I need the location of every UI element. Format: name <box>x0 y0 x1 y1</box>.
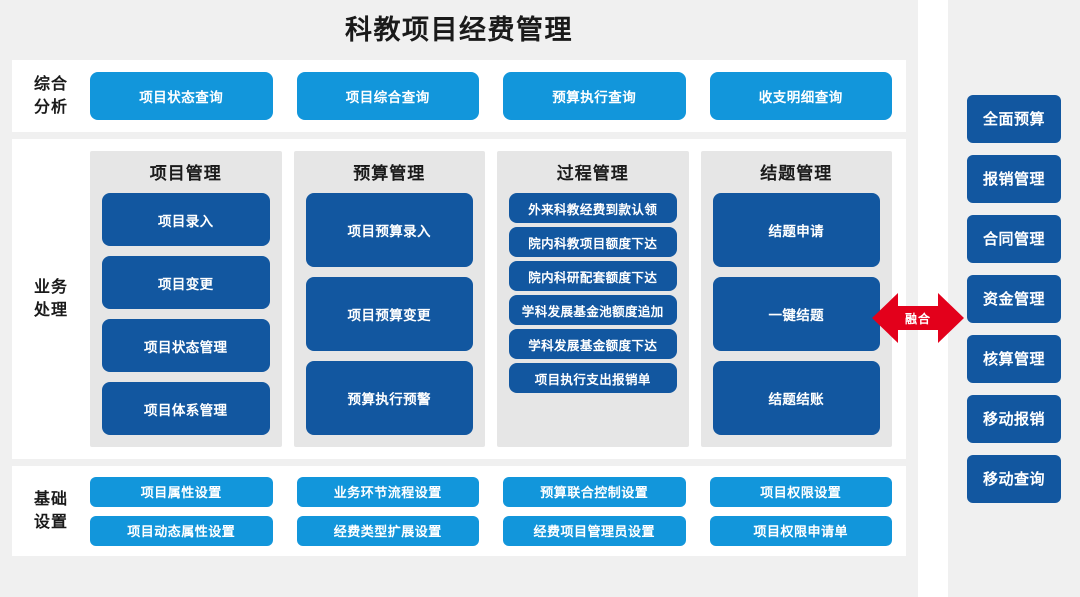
column-closure-management: 结题管理 结题申请 一键结题 结题结账 <box>700 151 892 447</box>
btn-internal-project-quota-allocation[interactable]: 院内科教项目额度下达 <box>509 227 677 257</box>
page-title: 科教项目经费管理 <box>345 15 573 45</box>
business-label-line1: 业务 <box>33 278 68 296</box>
analysis-label-line1: 综合 <box>33 75 68 93</box>
btn-project-change[interactable]: 项目变更 <box>102 256 270 309</box>
analysis-button-project-status-query[interactable]: 项目状态查询 <box>90 72 273 120</box>
section-business-processing: 业务 处理 项目管理 项目录入 项目变更 项目状态管理 项目体系管理 <box>12 139 906 459</box>
column-project-management: 项目管理 项目录入 项目变更 项目状态管理 项目体系管理 <box>90 151 282 447</box>
btn-project-budget-change[interactable]: 项目预算变更 <box>305 277 473 351</box>
column-title-budget-management: 预算管理 <box>353 164 426 183</box>
column-buttons-closure-management: 结题申请 一键结题 结题结账 <box>712 193 880 435</box>
sidebar-item-comprehensive-budget[interactable]: 全面预算 <box>967 94 1061 143</box>
column-process-management: 过程管理 外来科教经费到款认领 院内科教项目额度下达 院内科研配套额度下达 学科… <box>497 151 689 447</box>
base-label-line2: 设置 <box>33 514 68 531</box>
business-columns: 项目管理 项目录入 项目变更 项目状态管理 项目体系管理 预算管理 项目预算录入… <box>90 139 906 459</box>
btn-budget-joint-control-settings[interactable]: 预算联合控制设置 <box>503 476 686 507</box>
btn-project-dynamic-attribute-settings[interactable]: 项目动态属性设置 <box>90 515 273 546</box>
sidebar-item-fund-management[interactable]: 资金管理 <box>967 274 1061 323</box>
btn-budget-execution-alert[interactable]: 预算执行预警 <box>305 361 473 435</box>
btn-expense-project-admin-settings[interactable]: 经费项目管理员设置 <box>503 515 686 546</box>
section-label-base-settings: 基础 设置 <box>12 488 90 534</box>
sidebar-item-mobile-query[interactable]: 移动查询 <box>967 454 1061 503</box>
section-base-settings: 基础 设置 项目属性设置 业务环节流程设置 预算联合控制设置 项目权限设置 项目… <box>12 466 906 556</box>
btn-external-funding-receipt-claim[interactable]: 外来科教经费到款认领 <box>509 193 677 223</box>
column-title-closure-management: 结题管理 <box>760 164 833 183</box>
btn-discipline-fund-quota-allocation[interactable]: 学科发展基金额度下达 <box>509 329 677 359</box>
section-comprehensive-analysis: 综合 分析 项目状态查询 项目综合查询 预算执行查询 收支明细查询 <box>12 60 906 132</box>
column-title-project-management: 项目管理 <box>149 164 222 183</box>
btn-project-permission-application-form[interactable]: 项目权限申请单 <box>709 515 892 546</box>
btn-one-click-closure[interactable]: 一键结题 <box>712 277 880 351</box>
btn-project-permission-settings[interactable]: 项目权限设置 <box>709 476 892 507</box>
btn-closure-settlement[interactable]: 结题结账 <box>712 361 880 435</box>
btn-business-workflow-settings[interactable]: 业务环节流程设置 <box>296 476 479 507</box>
column-buttons-process-management: 外来科教经费到款认领 院内科教项目额度下达 院内科研配套额度下达 学科发展基金池… <box>509 193 677 435</box>
analysis-button-group: 项目状态查询 项目综合查询 预算执行查询 收支明细查询 <box>90 72 906 120</box>
btn-project-expense-reimbursement-form[interactable]: 项目执行支出报销单 <box>509 363 677 393</box>
column-buttons-project-management: 项目录入 项目变更 项目状态管理 项目体系管理 <box>102 193 270 435</box>
base-settings-button-grid: 项目属性设置 业务环节流程设置 预算联合控制设置 项目权限设置 项目动态属性设置… <box>90 476 906 546</box>
btn-closure-application[interactable]: 结题申请 <box>712 193 880 267</box>
btn-discipline-fund-pool-quota-increase[interactable]: 学科发展基金池额度追加 <box>509 295 677 325</box>
fusion-indicator: 融合 <box>872 287 964 349</box>
base-label-line1: 基础 <box>33 490 68 508</box>
btn-project-budget-entry[interactable]: 项目预算录入 <box>305 193 473 267</box>
fusion-label: 融合 <box>904 311 931 326</box>
sidebar-item-reimbursement-management[interactable]: 报销管理 <box>967 154 1061 203</box>
sidebar-item-mobile-reimbursement[interactable]: 移动报销 <box>967 394 1061 443</box>
analysis-button-budget-execution-query[interactable]: 预算执行查询 <box>503 72 686 120</box>
btn-project-system-management[interactable]: 项目体系管理 <box>102 382 270 435</box>
main-panel: 科教项目经费管理 综合 分析 项目状态查询 项目综合查询 预算执行查询 收支明细… <box>0 0 964 597</box>
btn-expense-type-extension-settings[interactable]: 经费类型扩展设置 <box>296 515 479 546</box>
column-budget-management: 预算管理 项目预算录入 项目预算变更 预算执行预警 <box>293 151 485 447</box>
right-sidebar: 全面预算 报销管理 合同管理 资金管理 核算管理 移动报销 移动查询 <box>948 0 1080 597</box>
column-title-process-management: 过程管理 <box>556 164 629 183</box>
btn-internal-research-matching-quota[interactable]: 院内科研配套额度下达 <box>509 261 677 291</box>
btn-project-status-management[interactable]: 项目状态管理 <box>102 319 270 372</box>
business-label-line2: 处理 <box>33 302 68 319</box>
sidebar-item-contract-management[interactable]: 合同管理 <box>967 214 1061 263</box>
sidebar-item-accounting-management[interactable]: 核算管理 <box>967 334 1061 383</box>
btn-project-attribute-settings[interactable]: 项目属性设置 <box>90 476 273 507</box>
column-buttons-budget-management: 项目预算录入 项目预算变更 预算执行预警 <box>305 193 473 435</box>
btn-project-entry[interactable]: 项目录入 <box>102 193 270 246</box>
section-label-analysis: 综合 分析 <box>12 73 90 119</box>
analysis-button-project-overview-query[interactable]: 项目综合查询 <box>296 72 479 120</box>
analysis-button-income-expense-detail-query[interactable]: 收支明细查询 <box>709 72 892 120</box>
section-label-business: 业务 处理 <box>12 139 90 459</box>
double-arrow-icon <box>872 293 964 343</box>
analysis-label-line2: 分析 <box>33 99 68 116</box>
